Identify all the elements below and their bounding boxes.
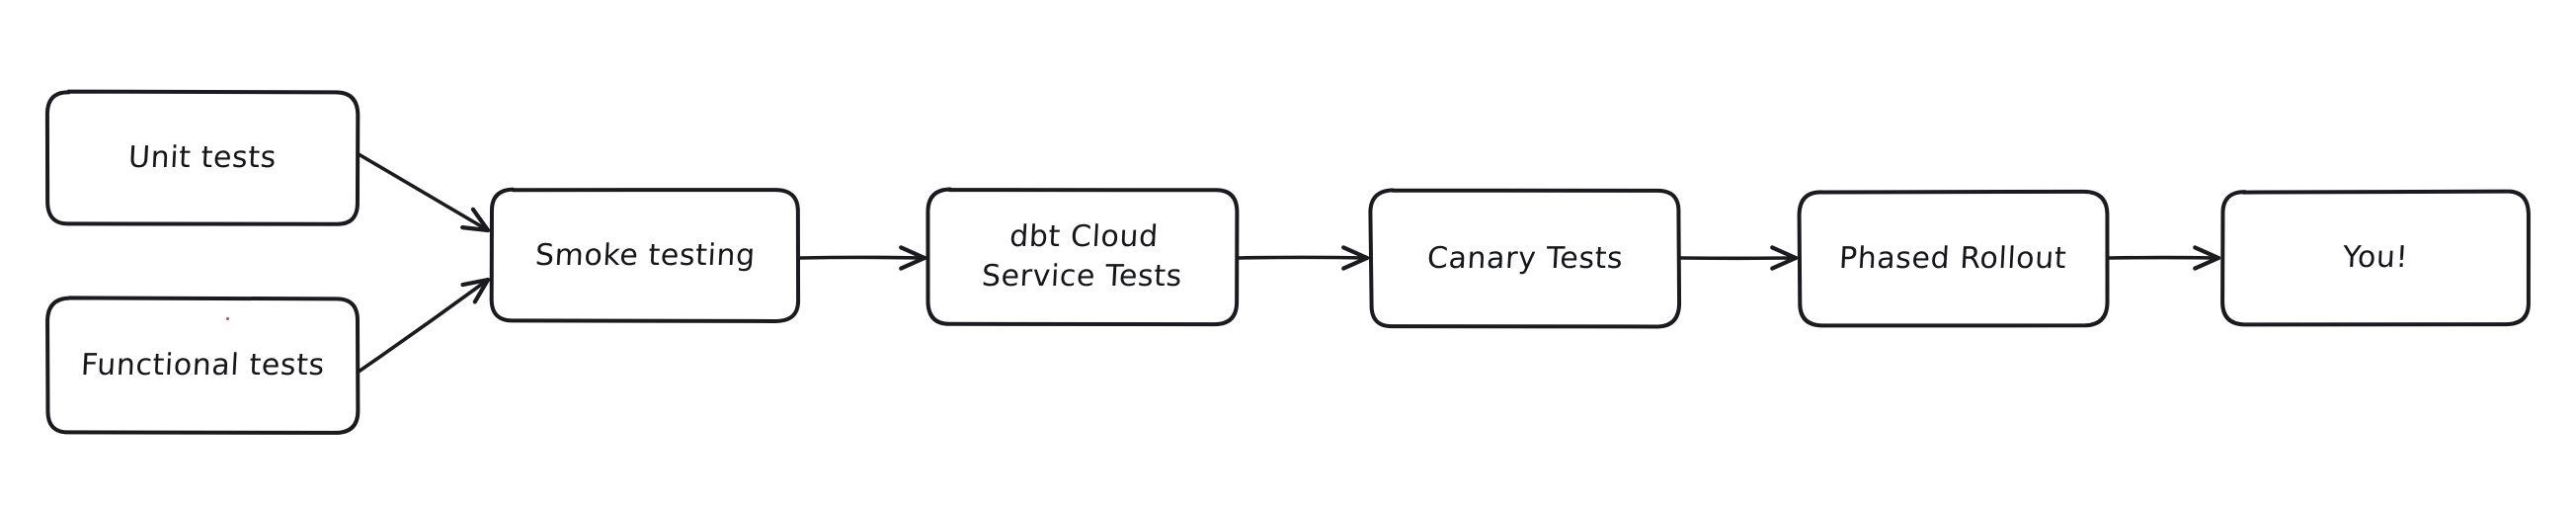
artifact-red-speck xyxy=(226,317,229,320)
node-label-phased-rollout: Phased Rollout xyxy=(1838,240,2068,276)
edge-line xyxy=(357,152,490,232)
arrowhead-barb-0 xyxy=(2193,245,2221,261)
node-label-you: You! xyxy=(2342,240,2409,276)
arrowhead-barb-1 xyxy=(460,225,491,233)
node-you[interactable]: You! xyxy=(2222,192,2529,324)
arrowhead-barb-0 xyxy=(1341,245,1370,261)
arrowhead-barb-0 xyxy=(899,245,927,261)
edge-line xyxy=(798,255,926,260)
arrowhead-barb-1 xyxy=(2193,255,2221,271)
node-unit-tests[interactable]: Unit tests xyxy=(47,92,358,224)
node-label-dbt-cloud-service-tests: dbt Cloud Service Tests xyxy=(980,219,1183,294)
edge-smoke-to-dbt xyxy=(798,245,927,271)
node-canary-tests[interactable]: Canary Tests xyxy=(1371,191,1679,326)
node-label-functional-tests: Functional tests xyxy=(79,348,326,383)
arrowhead-barb-1 xyxy=(899,255,927,271)
edge-phased-to-you xyxy=(2108,245,2221,271)
node-label-smoke-testing: Smoke testing xyxy=(533,237,757,273)
arrowhead-barb-1 xyxy=(472,277,491,304)
node-phased-rollout[interactable]: Phased Rollout xyxy=(1800,192,2107,325)
edge-functional-to-smoke xyxy=(357,277,491,374)
node-label-canary-tests: Canary Tests xyxy=(1425,240,1625,276)
edge-canary-to-phased xyxy=(1679,245,1799,271)
edge-unit-to-smoke xyxy=(357,152,491,233)
arrowhead-barb-1 xyxy=(1770,255,1799,271)
arrowhead-barb-0 xyxy=(1770,245,1799,261)
edge-line xyxy=(1237,255,1369,260)
edge-line xyxy=(357,278,490,374)
node-smoke-testing[interactable]: Smoke testing xyxy=(492,190,798,321)
edge-dbt-to-canary xyxy=(1237,245,1370,271)
arrowhead-barb-0 xyxy=(470,207,491,233)
node-dbt-cloud-service-tests[interactable]: dbt Cloud Service Tests xyxy=(928,190,1237,324)
node-label-unit-tests: Unit tests xyxy=(127,140,278,176)
arrowhead-barb-0 xyxy=(460,277,491,288)
arrowhead-barb-1 xyxy=(1341,255,1370,271)
node-functional-tests[interactable]: Functional tests xyxy=(47,298,358,433)
